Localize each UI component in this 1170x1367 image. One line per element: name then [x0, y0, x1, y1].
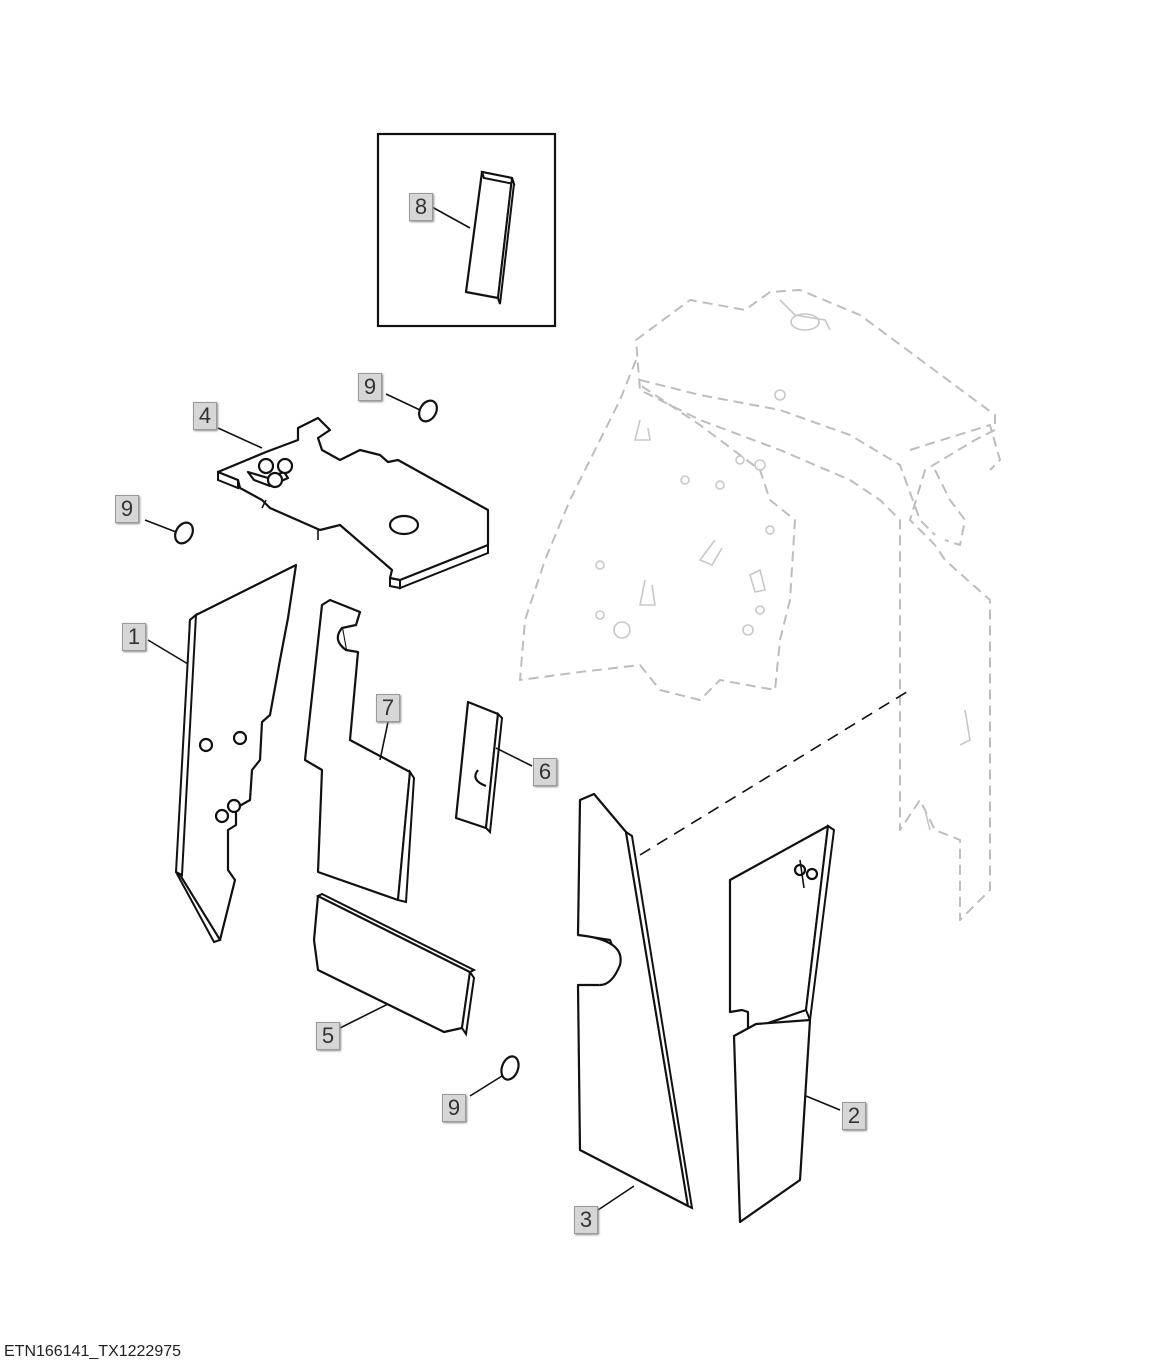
part-1-panel	[174, 563, 298, 944]
callout-5: 5	[316, 1022, 340, 1050]
reference-id: ETN166141_TX1222975	[4, 1343, 182, 1360]
part-3-panel	[576, 792, 694, 1210]
callout-4: 4	[193, 402, 217, 430]
part-7-panel	[303, 598, 416, 904]
part-4-plate	[216, 416, 490, 590]
callout-2: 2	[842, 1102, 866, 1130]
part-5-block	[312, 892, 477, 1037]
callout-6: 6	[533, 758, 557, 786]
callout-1: 1	[122, 623, 146, 651]
part-8-strip	[464, 170, 516, 305]
callout-9-left: 9	[115, 495, 139, 523]
part-9-washer-bottom	[500, 1055, 520, 1081]
part-9-washer-left	[174, 521, 194, 545]
part-9-washer-top	[418, 399, 438, 423]
part-6-block	[454, 700, 504, 835]
inset-frame	[376, 132, 557, 328]
callout-9-top: 9	[358, 373, 382, 401]
callout-8: 8	[409, 193, 433, 221]
callout-7: 7	[376, 694, 400, 722]
part-2-panel	[728, 824, 836, 1224]
callout-3: 3	[574, 1206, 598, 1234]
callout-9-bottom: 9	[442, 1094, 466, 1122]
ghost-housing	[519, 289, 1001, 921]
alignment-line	[639, 689, 911, 856]
